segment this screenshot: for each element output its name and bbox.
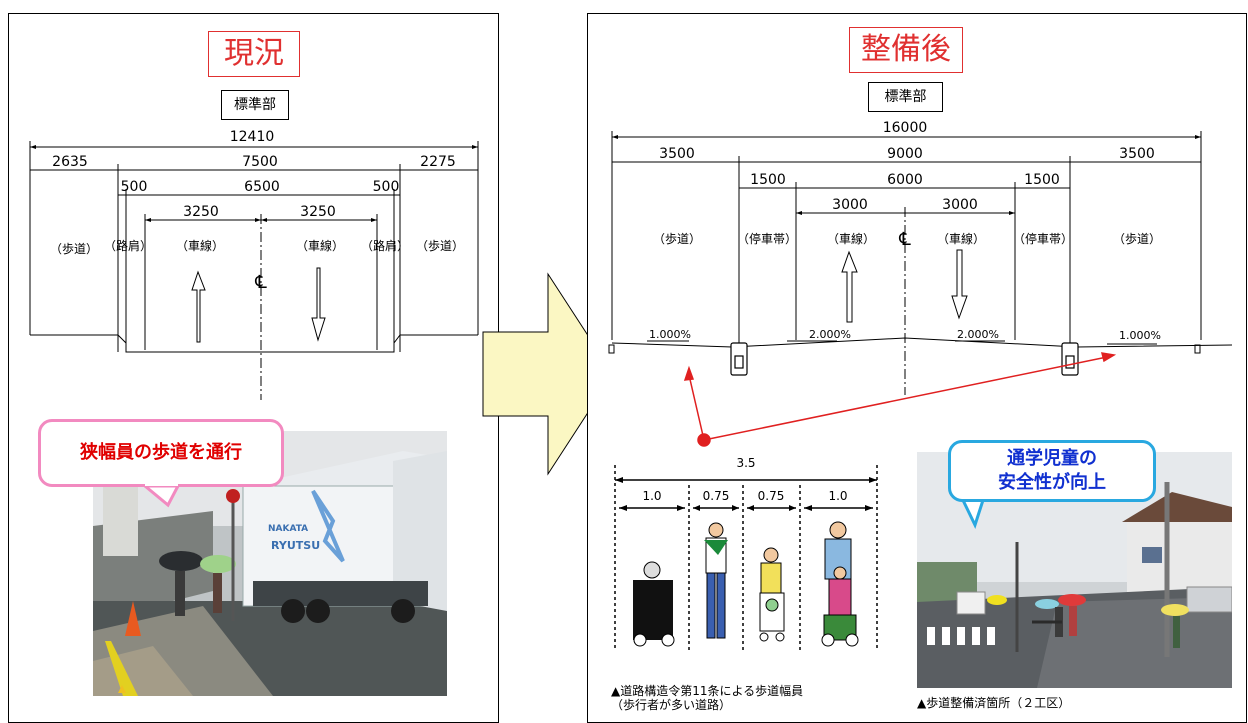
improved-dim-parking-left: 1500 [750, 172, 786, 188]
slope-label-1: 1.000% [649, 328, 691, 341]
current-label-sidewalk-left: （歩道） [50, 241, 98, 256]
ped-width-3: 0.75 [758, 489, 785, 503]
improved-label-parking-right: （停車帯） [1013, 231, 1073, 246]
current-dim-total: 12410 [230, 129, 275, 145]
improved-bubble-line2: 安全性が向上 [998, 472, 1106, 493]
current-label-shoulder-left: （路肩） [104, 238, 152, 253]
improved-dim-lane-right: 3000 [942, 197, 978, 213]
assisted-wheelchair-icon [821, 521, 859, 647]
current-label-lane-left: （車線） [176, 238, 224, 253]
ped-width-2: 0.75 [703, 489, 730, 503]
slope-label-2: 2.000% [809, 328, 851, 341]
sidewalk-width-caption-line2: （歩行者が多い道路） [611, 698, 732, 712]
pedestrian-icon [704, 522, 728, 639]
current-dim-shoulder-right: 500 [373, 179, 400, 195]
improved-dim-total: 16000 [883, 120, 928, 136]
current-label-lane-right: （車線） [296, 238, 344, 253]
ped-width-1: 1.0 [642, 489, 661, 503]
current-bubble-tail [140, 484, 181, 508]
current-cross-section: 12410 2635 7500 2275 500 6500 500 3250 3… [29, 129, 479, 400]
improved-speech-bubble: 通学児童の 安全性が向上 [948, 440, 1156, 502]
improved-label-lane-right: （車線） [937, 231, 985, 246]
improved-dim-sidewalk-right: 3500 [1119, 146, 1155, 162]
current-section-label: 標準部 [221, 90, 289, 120]
current-label-shoulder-right: （路肩） [361, 238, 409, 253]
current-dim-lane-left: 3250 [183, 204, 219, 220]
current-dim-middle: 7500 [242, 154, 278, 170]
improved-label-sidewalk-left: （歩道） [653, 231, 701, 246]
current-speech-bubble: 狭幅員の歩道を通行 [38, 419, 284, 487]
improved-photo-caption: ▲歩道整備済箇所（２工区） [917, 696, 1071, 710]
current-dim-sidewalk-left: 2635 [52, 154, 88, 170]
improved-bubble-line1: 通学児童の [1007, 448, 1097, 469]
current-title: 現況 [208, 31, 300, 77]
improved-label-lane-left: （車線） [827, 231, 875, 246]
improved-title: 整備後 [849, 27, 963, 73]
sidewalk-width-figure: 3.5 1.0 0.75 0.75 1.0 [614, 456, 878, 650]
improved-centerline-symbol: ℄ [898, 229, 911, 250]
truck-text-line1: NAKATA [268, 524, 308, 534]
improved-section-label: 標準部 [868, 82, 943, 112]
sidewalk-width-caption-line1: ▲道路構造令第11条による歩道幅員 [611, 684, 804, 698]
ped-width-4: 1.0 [828, 489, 847, 503]
ped-width-total: 3.5 [736, 456, 755, 470]
wheelchair-user-icon [633, 561, 675, 647]
improved-dim-carriage: 6000 [887, 172, 923, 188]
current-centerline-symbol: ℄ [254, 272, 267, 293]
stroller-pedestrian-icon [759, 547, 785, 642]
current-dim-sidewalk-right: 2275 [420, 154, 456, 170]
improved-dim-lane-left: 3000 [832, 197, 868, 213]
current-label-sidewalk-right: （歩道） [416, 238, 464, 253]
improved-dim-sidewalk-left: 3500 [659, 146, 695, 162]
slope-label-3: 2.000% [957, 328, 999, 341]
improved-dim-middle: 9000 [887, 146, 923, 162]
improved-cross-section: 16000 3500 9000 3500 1500 6000 1500 3000… [608, 120, 1233, 447]
improved-label-parking-left: （停車帯） [737, 231, 797, 246]
current-dim-shoulder-left: 500 [121, 179, 148, 195]
current-dim-carriage: 6500 [244, 179, 280, 195]
slope-label-4: 1.000% [1119, 329, 1161, 342]
current-dim-lane-right: 3250 [300, 204, 336, 220]
transition-arrow [482, 272, 614, 476]
improved-label-sidewalk-right: （歩道） [1113, 231, 1161, 246]
truck-text-line2: RYUTSU [271, 539, 320, 552]
improved-dim-parking-right: 1500 [1024, 172, 1060, 188]
